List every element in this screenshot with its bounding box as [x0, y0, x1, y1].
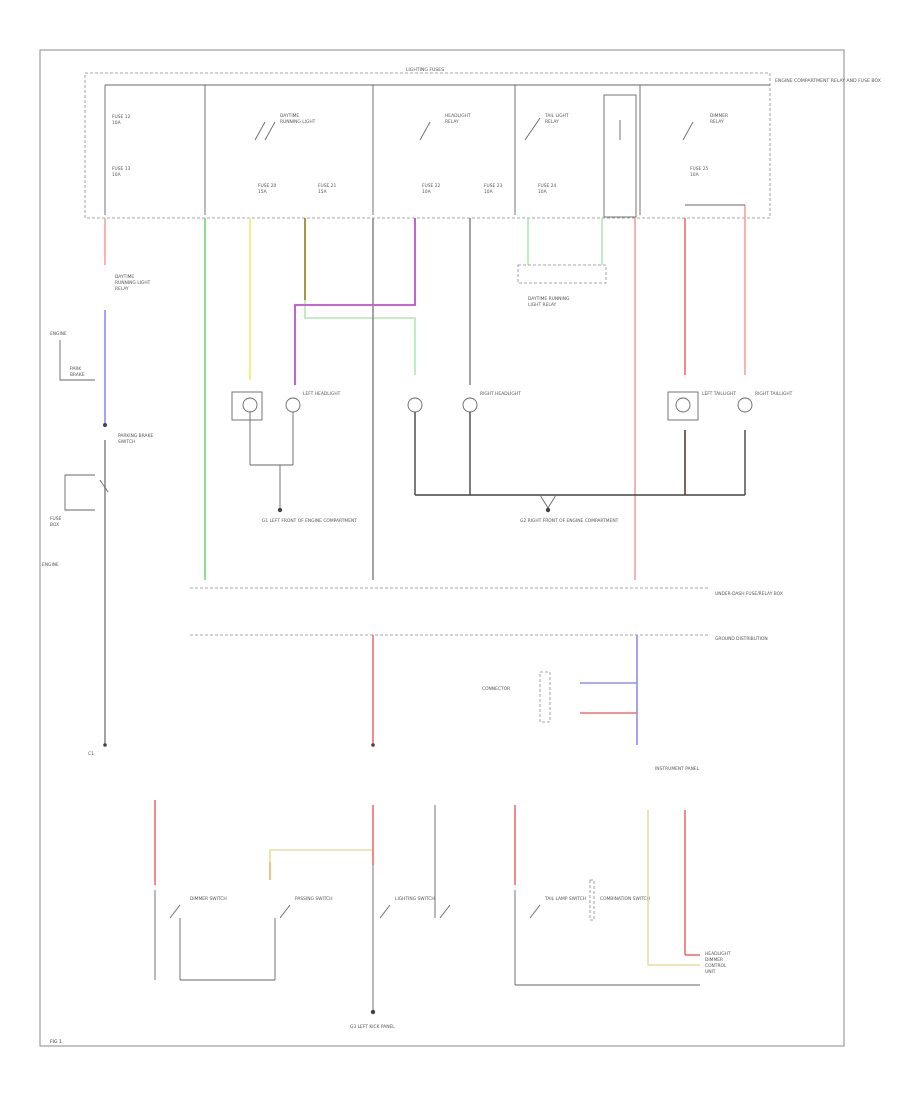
svg-text:RELAY: RELAY: [445, 119, 459, 125]
figure-code: FIG 1: [50, 1039, 62, 1045]
bottom-switches: DIMMER SWITCH PASSING SWITCH LIGHTING SW…: [154, 800, 731, 1030]
svg-text:DIMMER SWITCH: DIMMER SWITCH: [190, 896, 227, 902]
svg-text:10A: 10A: [538, 189, 547, 195]
svg-text:INSTRUMENT PANEL: INSTRUMENT PANEL: [655, 766, 700, 772]
svg-text:UNDER-DASH FUSE/RELAY BOX: UNDER-DASH FUSE/RELAY BOX: [715, 591, 783, 597]
svg-text:FUSE 20: FUSE 20: [258, 183, 276, 189]
svg-text:FUSE 13: FUSE 13: [112, 166, 130, 172]
svg-text:15A: 15A: [318, 189, 327, 195]
svg-text:FUSE 25: FUSE 25: [690, 166, 708, 172]
svg-text:RIGHT HEADLIGHT: RIGHT HEADLIGHT: [480, 391, 521, 397]
svg-text:FUSE 12: FUSE 12: [112, 114, 130, 120]
svg-text:LIGHT RELAY: LIGHT RELAY: [528, 302, 557, 308]
svg-text:RELAY: RELAY: [710, 119, 724, 125]
svg-text:CONNECTOR: CONNECTOR: [482, 686, 510, 692]
svg-text:15A: 15A: [258, 189, 267, 195]
left-headlight-lamp-b: [285, 397, 301, 413]
svg-text:RUNNING LIGHT: RUNNING LIGHT: [280, 119, 316, 125]
right-headlight-lamp-b: [462, 397, 478, 413]
diagram-frame: [39, 49, 845, 1047]
svg-text:DIMMER: DIMMER: [710, 113, 728, 119]
svg-text:BOX: BOX: [50, 522, 59, 528]
left-taillight-lamp: [675, 397, 691, 413]
lamps: LEFT HEADLIGHT RIGHT HEADLIGHT LEFT TAIL…: [231, 391, 793, 421]
svg-text:G3 LEFT KICK PANEL: G3 LEFT KICK PANEL: [350, 1024, 395, 1030]
fuse-box-header: LIGHTING FUSES: [406, 67, 444, 73]
distribution-bus: UNDER-DASH FUSE/RELAY BOX GROUND DISTRIB…: [190, 587, 783, 772]
svg-text:RELAY: RELAY: [115, 286, 129, 292]
svg-text:FUSE 22: FUSE 22: [422, 183, 440, 189]
svg-text:G1 LEFT FRONT OF ENGINE COMPAR: G1 LEFT FRONT OF ENGINE COMPARTMENT: [262, 518, 357, 524]
svg-text:UNIT: UNIT: [705, 969, 716, 975]
svg-text:10A: 10A: [112, 120, 121, 126]
svg-text:FUSE 24: FUSE 24: [538, 183, 556, 189]
svg-text:FUSE 23: FUSE 23: [484, 183, 502, 189]
svg-text:FUSE: FUSE: [50, 516, 62, 522]
svg-text:BRAKE: BRAKE: [70, 372, 85, 378]
svg-text:TAIL LIGHT: TAIL LIGHT: [544, 113, 569, 119]
svg-text:COMBINATION SWITCH: COMBINATION SWITCH: [600, 896, 650, 902]
svg-text:DAYTIME RUNNING: DAYTIME RUNNING: [528, 296, 570, 302]
svg-text:CONTROL: CONTROL: [705, 963, 727, 969]
svg-text:LIGHTING SWITCH: LIGHTING SWITCH: [395, 896, 435, 902]
svg-text:DAYTIME: DAYTIME: [280, 113, 299, 119]
svg-text:G2 RIGHT FRONT OF ENGINE COMPA: G2 RIGHT FRONT OF ENGINE COMPARTMENT: [520, 518, 619, 524]
svg-text:RELAY: RELAY: [545, 119, 559, 125]
fuse-box-note: ENGINE COMPARTMENT RELAY AND FUSE BOX: [775, 78, 881, 84]
svg-text:ENGINE: ENGINE: [42, 562, 59, 568]
svg-text:DAYTIME: DAYTIME: [115, 274, 134, 280]
lamp-grounds: G1 LEFT FRONT OF ENGINE COMPARTMENT G2 R…: [249, 412, 746, 524]
svg-text:GROUND DISTRIBUTION: GROUND DISTRIBUTION: [715, 636, 768, 642]
fuse-relay-box: [84, 72, 771, 219]
right-taillight-lamp: [737, 397, 753, 413]
svg-text:RUNNING LIGHT: RUNNING LIGHT: [115, 280, 151, 286]
svg-text:TAIL LAMP SWITCH: TAIL LAMP SWITCH: [544, 896, 586, 902]
svg-text:DIMMER: DIMMER: [705, 957, 723, 963]
svg-text:10A: 10A: [112, 172, 121, 178]
svg-text:PARK: PARK: [70, 366, 81, 372]
svg-text:HEADLIGHT: HEADLIGHT: [705, 951, 731, 957]
svg-text:PARKING BRAKE: PARKING BRAKE: [118, 433, 153, 439]
svg-text:ENGINE: ENGINE: [50, 331, 67, 337]
svg-text:RIGHT TAILLIGHT: RIGHT TAILLIGHT: [755, 391, 793, 397]
svg-text:C1: C1: [88, 751, 94, 757]
svg-text:PASSING SWITCH: PASSING SWITCH: [295, 896, 333, 902]
svg-text:10A: 10A: [422, 189, 431, 195]
svg-text:10A: 10A: [484, 189, 493, 195]
svg-text:LEFT TAILLIGHT: LEFT TAILLIGHT: [702, 391, 736, 397]
svg-text:FUSE 21: FUSE 21: [318, 183, 336, 189]
left-headlight-lamp-a: [242, 397, 258, 413]
right-headlight-lamp-a: [407, 397, 423, 413]
svg-text:LEFT HEADLIGHT: LEFT HEADLIGHT: [303, 391, 341, 397]
svg-text:SWITCH: SWITCH: [118, 439, 135, 445]
svg-text:HEADLIGHT: HEADLIGHT: [445, 113, 471, 119]
svg-text:10A: 10A: [690, 172, 699, 178]
